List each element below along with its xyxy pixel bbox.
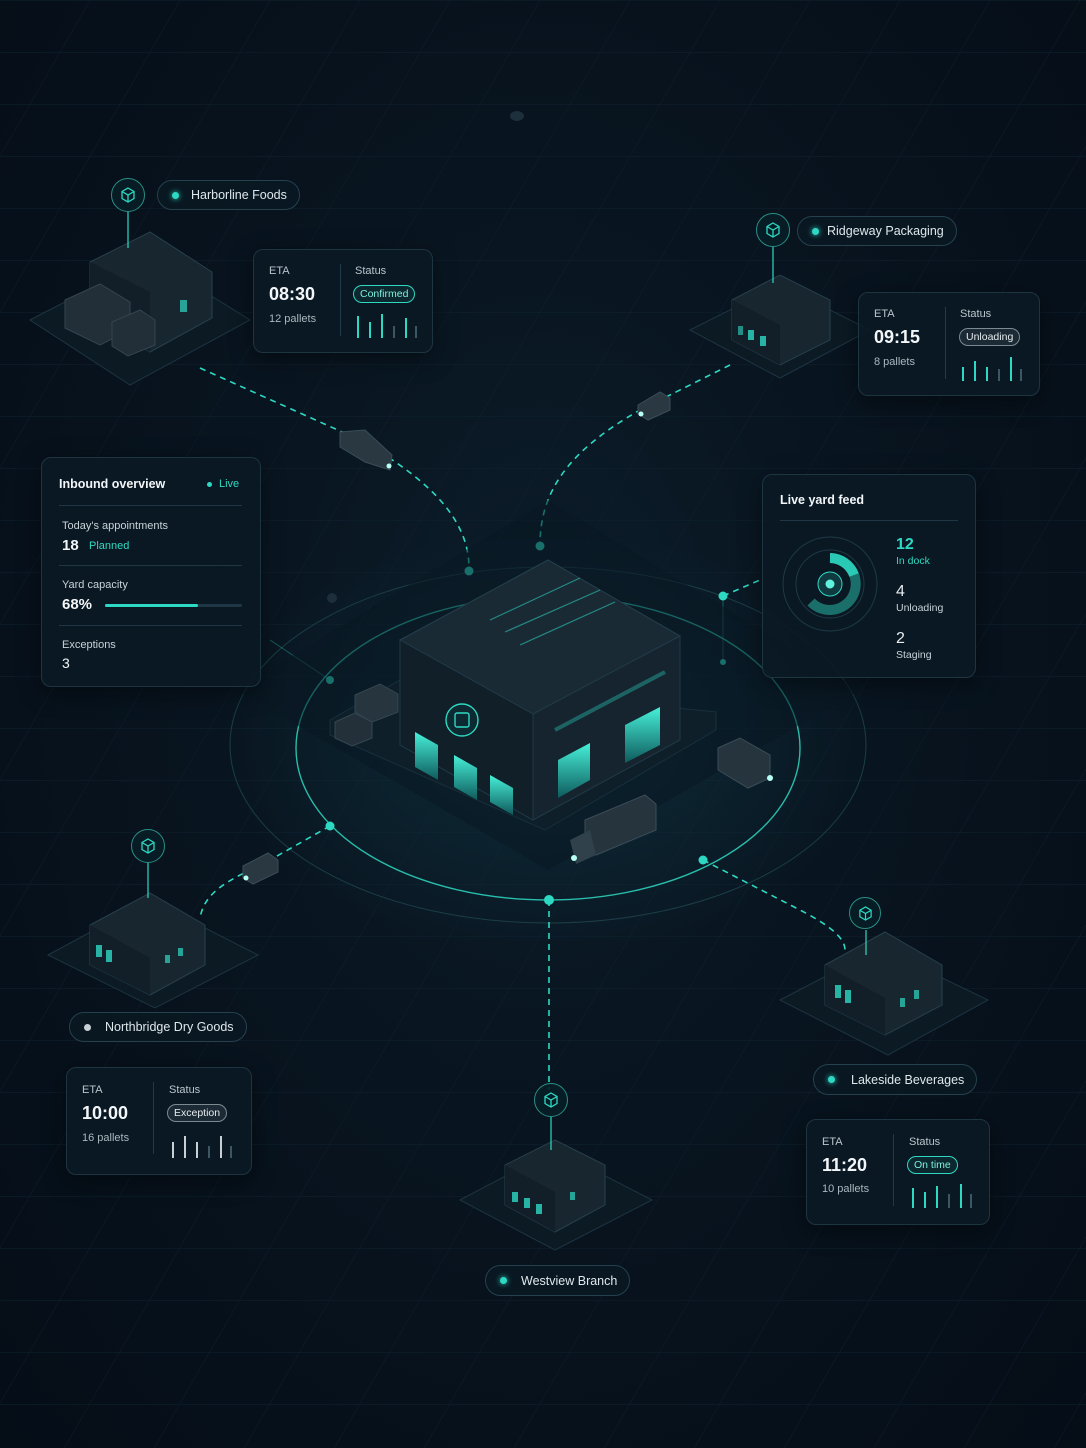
- in-dock-value: 12: [896, 536, 914, 553]
- status-badge: Exception: [167, 1104, 228, 1122]
- activity-sparkline: [357, 314, 417, 338]
- activity-sparkline: [962, 357, 1022, 381]
- route-lakeside: [702, 859, 846, 951]
- eta-label: ETA: [822, 1136, 843, 1148]
- card-title: Inbound overview: [59, 477, 166, 491]
- appointments-value: 18: [62, 537, 79, 554]
- building-harborline: [29, 231, 251, 386]
- building-northbridge: [46, 892, 260, 1009]
- eta-time: 09:15: [874, 327, 921, 347]
- divider: [340, 264, 341, 336]
- pin-lines: [127, 212, 867, 1150]
- status-badge: Confirmed: [353, 285, 416, 303]
- route-node-idle: [327, 593, 337, 603]
- supplier-pill-westview[interactable]: Westview Branch: [485, 1265, 631, 1296]
- truck-icon: [339, 429, 393, 471]
- divider: [780, 520, 958, 521]
- eta-card-lakeside[interactable]: ETA 11:20 10 pallets Status On time: [806, 1119, 990, 1225]
- route-yard-feed: [722, 579, 761, 597]
- capacity-value: 68%: [62, 596, 93, 613]
- warehouse-node-icon[interactable]: [756, 213, 790, 247]
- exceptions-value: 3: [62, 655, 70, 671]
- supplier-pill-harborline[interactable]: Harborline Foods: [157, 180, 300, 210]
- supplier-name: Ridgeway Packaging: [827, 224, 944, 238]
- pallet-count: 10 pallets: [822, 1183, 870, 1195]
- live-dot: [207, 482, 212, 487]
- route-node-idle: [510, 111, 524, 121]
- exceptions-label: Exceptions: [62, 639, 116, 651]
- supplier-name: Harborline Foods: [191, 188, 287, 202]
- appointments-status: Planned: [89, 540, 130, 552]
- unloading-label: Unloading: [896, 602, 944, 614]
- status-label: Status: [355, 265, 387, 277]
- supplier-pill-ridgeway[interactable]: Ridgeway Packaging: [797, 216, 957, 246]
- supplier-name: Westview Branch: [521, 1273, 618, 1288]
- eta-label: ETA: [269, 265, 290, 277]
- eta-time: 08:30: [269, 284, 316, 304]
- live-yard-feed-card[interactable]: Live yard feed 12 In dock 4 Unloading 2 …: [762, 474, 976, 678]
- pallet-count: 12 pallets: [269, 313, 317, 325]
- supplier-name: Northbridge Dry Goods: [105, 1020, 234, 1034]
- eta-label: ETA: [874, 308, 895, 320]
- eta-card-northbridge[interactable]: ETA 10:00 16 pallets Status Exception: [66, 1067, 252, 1175]
- pallet-count: 16 pallets: [82, 1132, 130, 1144]
- in-dock-label: In dock: [896, 555, 930, 567]
- status-label: Status: [909, 1136, 941, 1148]
- activity-sparkline: [912, 1184, 972, 1208]
- status-label: Status: [169, 1084, 201, 1096]
- live-indicator: Live: [219, 478, 240, 490]
- unloading-value: 4: [896, 583, 905, 600]
- status-dot: [812, 227, 819, 235]
- central-warehouse: [236, 500, 860, 870]
- capacity-fill: [105, 604, 199, 607]
- divider: [59, 565, 242, 566]
- warehouse-node-icon[interactable]: [534, 1083, 568, 1117]
- supplier-name: Lakeside Beverages: [851, 1072, 965, 1087]
- status-label: Status: [960, 308, 992, 320]
- truck-icon: [637, 391, 671, 421]
- building-ridgeway: [688, 274, 872, 379]
- supplier-pill-lakeside[interactable]: Lakeside Beverages: [813, 1064, 978, 1095]
- eta-time: 10:00: [82, 1103, 129, 1123]
- capacity-label: Yard capacity: [62, 579, 128, 591]
- status-badge: Unloading: [959, 328, 1021, 346]
- warehouse-node-icon[interactable]: [849, 897, 881, 929]
- divider: [153, 1082, 154, 1154]
- divider: [59, 505, 242, 506]
- status-badge: On time: [907, 1156, 958, 1174]
- card-title: Live yard feed: [780, 493, 865, 507]
- building-lakeside: [778, 931, 990, 1056]
- eta-card-harborline[interactable]: ETA 08:30 12 pallets Status Confirmed: [253, 249, 433, 353]
- eta-card-ridgeway[interactable]: ETA 09:15 8 pallets Status Unloading: [858, 292, 1040, 396]
- status-dot: [172, 191, 179, 199]
- divider: [945, 307, 946, 379]
- yard-radar-gauge: [782, 536, 878, 632]
- status-dot: [500, 1277, 507, 1284]
- warehouse-node-icon[interactable]: [131, 829, 165, 863]
- eta-time: 11:20: [822, 1155, 868, 1175]
- building-westview: [458, 1139, 654, 1251]
- status-dot: [828, 1076, 835, 1083]
- capacity-track: [105, 604, 242, 607]
- truck-icon: [570, 794, 657, 864]
- inbound-overview-card[interactable]: Inbound overview Live Today's appointmen…: [41, 457, 261, 687]
- truck-icon: [717, 737, 773, 789]
- divider: [59, 625, 242, 626]
- activity-sparkline: [172, 1136, 232, 1158]
- supplier-pill-northbridge[interactable]: Northbridge Dry Goods: [69, 1012, 247, 1042]
- appointments-label: Today's appointments: [62, 520, 169, 532]
- eta-label: ETA: [82, 1084, 103, 1096]
- truck-icon: [242, 852, 279, 885]
- staging-value: 2: [896, 630, 905, 647]
- status-dot: [84, 1023, 91, 1031]
- staging-label: Staging: [896, 649, 932, 661]
- pallet-count: 8 pallets: [874, 356, 915, 368]
- divider: [893, 1134, 894, 1206]
- warehouse-node-icon[interactable]: [111, 178, 145, 212]
